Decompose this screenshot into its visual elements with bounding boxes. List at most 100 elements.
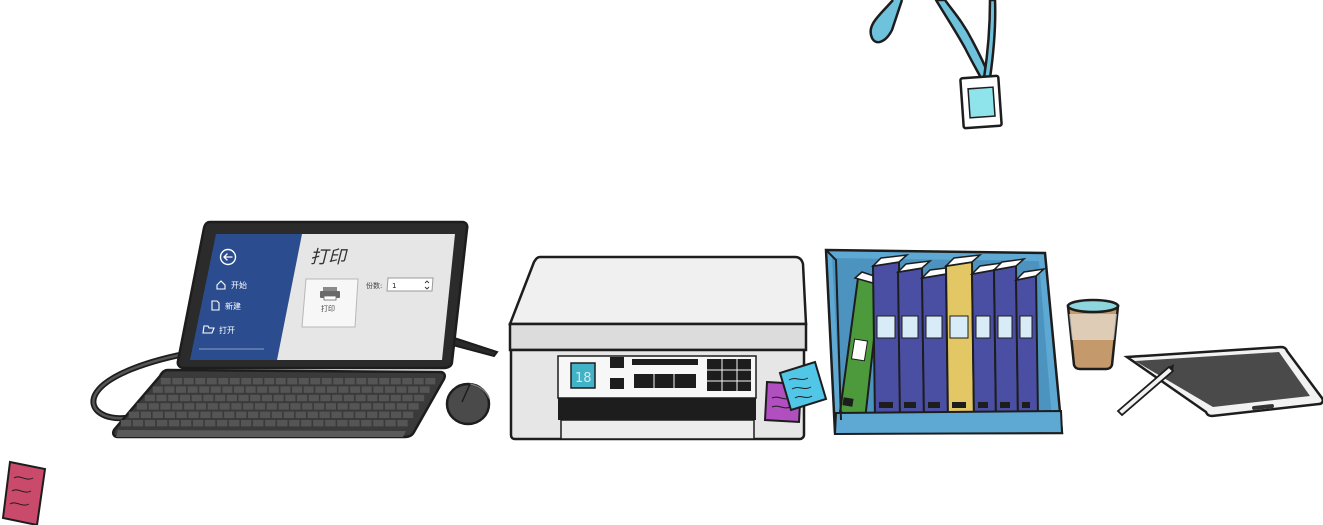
back-button[interactable] [219,248,237,266]
keyboard-key [217,420,228,427]
nav-item-open[interactable]: 打开 [202,325,235,335]
keyboard-key [414,394,425,402]
keyboard-key [273,394,284,402]
keyboard-key [184,403,195,410]
keyboard-key [287,378,298,385]
keyboard-key [379,394,390,402]
keyboard-key [164,386,175,393]
screen-nav-panel [190,234,302,360]
open-folder-icon [202,325,215,334]
keyboard-key [367,378,378,385]
keyboard-key [361,386,372,393]
keyboard-key [148,403,159,410]
binder-spine [992,264,1020,422]
keyboard-key [241,378,252,385]
keyboard-key [199,386,210,393]
keyboard-key [277,420,288,427]
nav-item-label: 新建 [225,301,241,311]
binder-label [997,315,1013,339]
keyboard-key [384,403,396,410]
keyboard-key [319,411,330,418]
keyboard-key [144,394,155,402]
print-button-label: 打印 [321,304,335,313]
nav-item-label: 开始 [231,280,247,290]
keyboard-key [172,378,183,385]
keyboard-key [210,386,221,393]
keyboard-key [307,411,318,418]
keyboard-key [333,378,344,385]
lanyard-badge [869,0,1003,130]
keyboard-key [259,411,271,418]
nav-item-new[interactable]: 新建 [211,300,241,311]
keyboard-key [241,420,252,427]
binder-finger-hole [879,402,893,408]
printer-paper-slot [558,398,756,420]
laptop: 开始 新建 打开 打印 打印 份数: 1 [90,220,499,439]
keyboard-key [314,403,325,410]
copies-stepper[interactable]: 1 [386,277,434,292]
printer-button-power[interactable] [610,357,624,368]
binder-spine [871,260,903,422]
keyboard-key [283,411,294,418]
keyboard-key [350,386,361,393]
keyboard-key [402,394,413,402]
keyboard-key [402,378,413,385]
mouse [445,382,491,426]
keyboard-key [195,403,207,410]
keyboard-key [285,394,296,402]
keyboard-key [245,386,256,393]
keyboard-key [402,411,414,418]
keyboard-key [390,378,401,385]
keyboard-key [204,420,216,427]
keyboard-key [224,411,235,418]
keyboard-key [238,394,249,402]
keyboard-key [271,411,283,418]
keyboard-key [229,378,240,385]
keyboard-key [373,386,384,393]
keyboard-key [337,403,348,410]
keyboard-key [315,386,326,393]
keyboard-key [396,403,407,410]
keyboard-key [226,394,237,402]
binder-label [901,315,919,339]
keyboard-key [349,420,360,427]
screen-main-panel [277,234,455,360]
keyboard-key [356,378,367,385]
keyboard-key [379,411,390,418]
printer-button-bar[interactable] [632,359,698,365]
binder-label [925,315,943,339]
printer-button-row[interactable] [634,374,696,388]
keyboard-key [295,411,306,418]
binder-finger-hole [904,402,916,408]
keyboard-key [132,420,144,427]
keyboard-key [140,411,151,418]
keyboard-key [268,386,279,393]
keyboard-key [128,411,140,418]
print-button[interactable]: 打印 [301,278,359,328]
keyboard-key [222,386,233,393]
keyboard-key [156,394,167,402]
printer-button-cancel[interactable] [610,378,624,389]
binder-label [949,315,969,339]
keyboard-key [391,411,402,418]
keyboard-key [215,394,226,402]
binder-finger-hole [1000,402,1010,408]
keyboard-key [164,411,175,418]
keyboard-key [168,394,179,402]
binder-finger-hole [1022,402,1030,408]
nav-item-home[interactable]: 开始 [216,280,247,290]
copies-value: 1 [392,282,396,290]
keyboard-key [298,378,309,385]
keyboard-key [373,420,384,427]
keyboard-key [367,394,378,402]
keyboard-key [292,386,303,393]
printer-keypad[interactable] [707,359,751,391]
keyboard-key [152,411,163,418]
keyboard-key [188,411,199,418]
keyboard-key [384,386,395,393]
keyboard-key [302,403,313,410]
pink-note [1,460,47,525]
binder-spine [1014,274,1040,422]
back-arrow-icon [219,248,237,266]
keyboard-key [343,411,354,418]
